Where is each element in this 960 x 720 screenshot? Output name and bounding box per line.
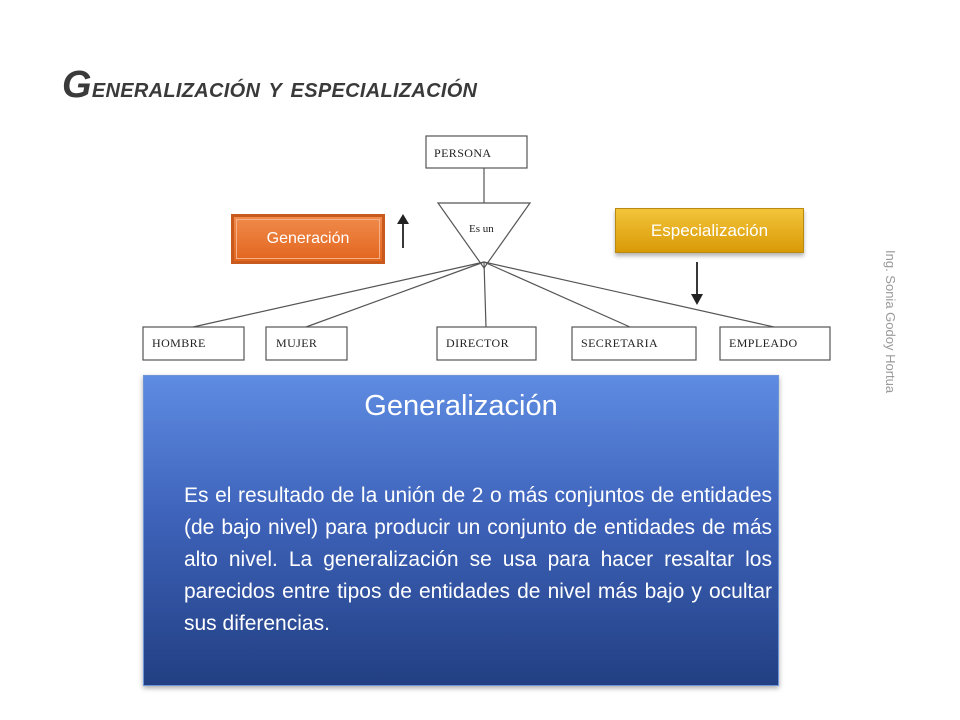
- entity-hombre: HOMBRE: [142, 326, 245, 361]
- entity-empleado: EMPLEADO: [719, 326, 831, 361]
- slide-title: Generalización y especialización: [62, 64, 477, 107]
- entity-empleado-label: EMPLEADO: [729, 336, 798, 350]
- generation-label: Generación: [231, 214, 385, 264]
- panel-body: Es el resultado de la unión de 2 o más c…: [184, 484, 772, 635]
- arrow-up-icon: [397, 214, 409, 248]
- entity-hombre-label: HOMBRE: [152, 336, 206, 350]
- entity-director: DIRECTOR: [436, 326, 537, 361]
- entity-director-label: DIRECTOR: [446, 336, 509, 350]
- relationship-es-un: Es un: [436, 202, 532, 270]
- entity-mujer-label: MUJER: [276, 336, 317, 350]
- entity-mujer: MUJER: [265, 326, 348, 361]
- entity-persona-label: PERSONA: [434, 146, 491, 160]
- definition-panel: Generalización Es el resultado de la uni…: [143, 375, 779, 686]
- relationship-label: Es un: [469, 223, 494, 235]
- specialization-label: Especialización: [615, 208, 804, 253]
- entity-secretaria: SECRETARIA: [571, 326, 697, 361]
- title-rest: eneralización y especialización: [91, 72, 478, 104]
- branch-lines: [192, 261, 775, 328]
- arrow-down-icon: [691, 262, 703, 305]
- entity-persona: PERSONA: [425, 135, 528, 169]
- panel-heading: Generalización: [364, 390, 558, 422]
- title-initial: G: [62, 64, 92, 106]
- author-note: Ing. Sonia Godoy Hortua: [883, 250, 898, 394]
- entity-secretaria-label: SECRETARIA: [581, 336, 658, 350]
